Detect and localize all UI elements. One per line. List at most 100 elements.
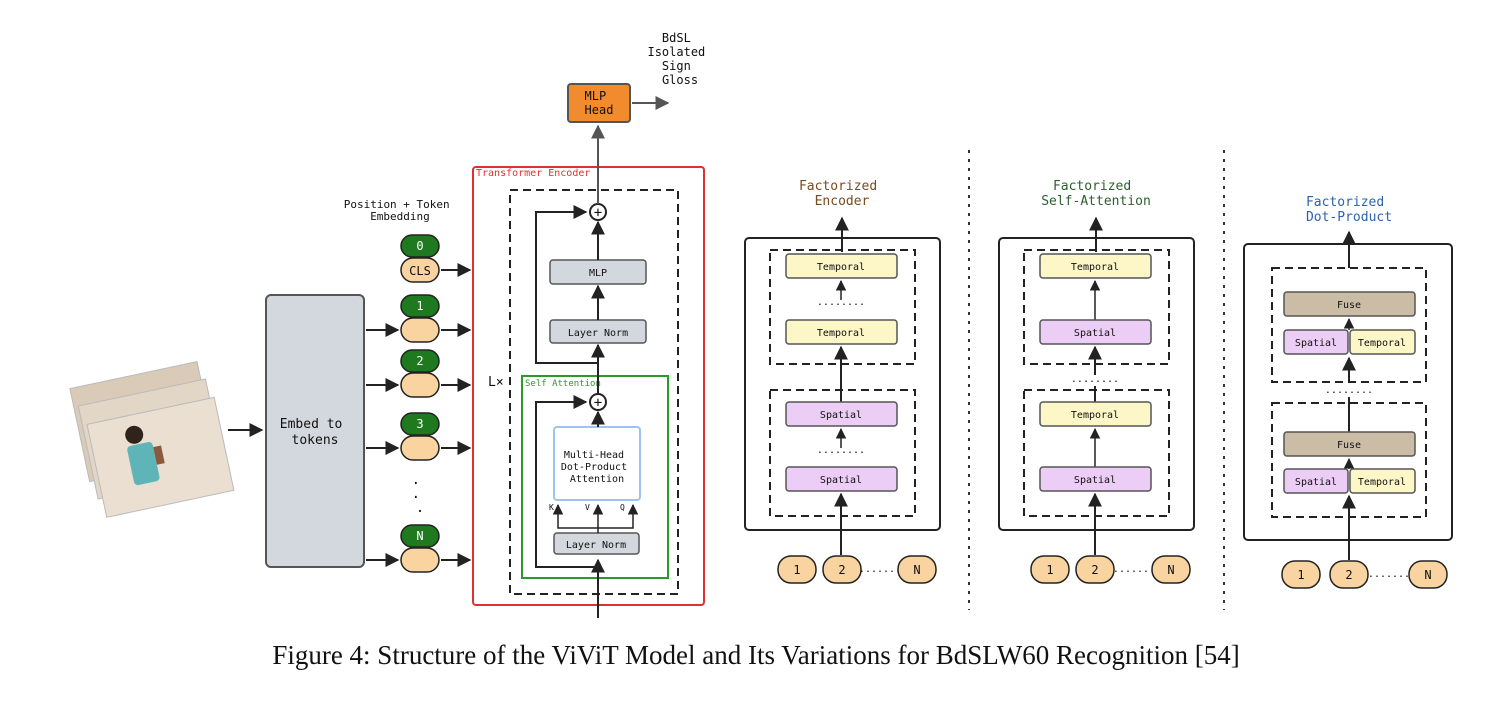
dots: ........ bbox=[817, 445, 865, 456]
temporal-label: Temporal bbox=[1071, 410, 1119, 421]
spatial-block bbox=[785, 466, 898, 492]
input-token bbox=[822, 555, 862, 584]
token-index-badge bbox=[400, 524, 440, 548]
token-3: 3 bbox=[400, 412, 440, 461]
input-token bbox=[777, 555, 817, 584]
token-index-badge bbox=[400, 349, 440, 373]
spatial-block bbox=[1283, 468, 1349, 494]
token-body bbox=[400, 372, 440, 398]
input-token-label: 2 bbox=[838, 563, 845, 577]
spatial-label: Spatial bbox=[1295, 338, 1337, 349]
token-body bbox=[400, 547, 440, 573]
variant-outer-box bbox=[998, 237, 1195, 531]
token-cls: 0 CLS bbox=[400, 234, 440, 283]
spatial-label: Spatial bbox=[1074, 328, 1116, 339]
token-1: 1 bbox=[400, 294, 440, 343]
spatial-block bbox=[1039, 319, 1152, 345]
input-token bbox=[1030, 555, 1070, 584]
dots: ........ bbox=[817, 297, 865, 308]
spatial-label: Spatial bbox=[1295, 477, 1337, 488]
variant-factorized-encoder: Factorized Encoder Temporal ........ Tem… bbox=[744, 179, 941, 584]
position-embedding-label: Position + Token Embedding bbox=[344, 198, 457, 223]
temporal-block bbox=[1349, 468, 1416, 494]
layer-norm-bottom-label: Layer Norm bbox=[566, 540, 626, 551]
spatial-block bbox=[1039, 466, 1152, 492]
repeat-label: L× bbox=[488, 375, 504, 390]
q-label: Q bbox=[620, 503, 625, 512]
variant-title: Factorized Encoder bbox=[799, 179, 885, 209]
fuse-block bbox=[1283, 431, 1416, 457]
token-n: N bbox=[400, 524, 440, 573]
token-index-text: 1 bbox=[416, 299, 423, 313]
input-token bbox=[1329, 560, 1369, 589]
spatial-label: Spatial bbox=[1074, 475, 1116, 486]
embed-to-tokens-box bbox=[265, 294, 365, 568]
token-index-badge bbox=[400, 294, 440, 318]
layer-norm-bottom bbox=[553, 532, 640, 555]
transformer-encoder-title: Transformer Encoder bbox=[476, 168, 590, 179]
input-dots: ....... bbox=[1113, 564, 1155, 575]
v-label: V bbox=[585, 503, 590, 512]
input-token-label: N bbox=[1424, 568, 1431, 582]
input-token bbox=[1281, 560, 1321, 589]
token-index-badge bbox=[400, 412, 440, 436]
layer-norm-top-label: Layer Norm bbox=[568, 328, 628, 339]
self-attention-box bbox=[521, 375, 669, 579]
variant-outer-box bbox=[744, 237, 941, 531]
temporal-block bbox=[1039, 253, 1152, 279]
input-token bbox=[1151, 555, 1191, 584]
k-label: K bbox=[549, 503, 554, 512]
mlp-label: MLP bbox=[589, 268, 607, 279]
token-index-badge bbox=[400, 234, 440, 258]
fuse-block bbox=[1283, 291, 1416, 317]
temporal-block bbox=[1349, 329, 1416, 355]
input-token-label: N bbox=[913, 563, 920, 577]
mlp-head-box bbox=[567, 83, 631, 123]
spatial-label: Spatial bbox=[820, 475, 862, 486]
token-ellipsis: . . . bbox=[412, 472, 429, 516]
fuse-label: Fuse bbox=[1337, 300, 1361, 311]
input-token-label: 1 bbox=[793, 563, 800, 577]
residual-connection-1 bbox=[535, 395, 598, 568]
token-cls-text: CLS bbox=[409, 264, 431, 278]
variant-title: Factorized Dot-Product bbox=[1306, 195, 1392, 225]
spatial-block bbox=[1283, 329, 1349, 355]
temporal-label: Temporal bbox=[817, 328, 865, 339]
temporal-label: Temporal bbox=[1358, 338, 1406, 349]
spatial-block bbox=[785, 401, 898, 427]
lower-group bbox=[769, 389, 916, 517]
output-label: BdSL Isolated Sign Gloss bbox=[647, 31, 712, 87]
temporal-label: Temporal bbox=[1071, 262, 1119, 273]
dots: ........ bbox=[1071, 374, 1119, 385]
token-index-text: 2 bbox=[416, 354, 423, 368]
input-token-label: 2 bbox=[1091, 563, 1098, 577]
transformer-encoder-box bbox=[472, 166, 705, 606]
figure-caption: Figure 4: Structure of the ViViT Model a… bbox=[272, 640, 1240, 670]
input-token bbox=[1075, 555, 1115, 584]
token-index-text: 0 bbox=[416, 239, 423, 253]
token-body bbox=[400, 317, 440, 343]
input-token-label: 1 bbox=[1297, 568, 1304, 582]
attention-label: Multi-Head Dot-Product Attention bbox=[561, 450, 633, 485]
input-dots: ....... bbox=[859, 564, 901, 575]
input-token bbox=[897, 555, 937, 584]
temporal-label: Temporal bbox=[1358, 477, 1406, 488]
fuse-label: Fuse bbox=[1337, 440, 1361, 451]
upper-group bbox=[769, 249, 916, 365]
add-node-1-label: + bbox=[594, 395, 602, 411]
temporal-label: Temporal bbox=[817, 262, 865, 273]
token-index-text: N bbox=[416, 529, 423, 543]
token-index-text: 3 bbox=[416, 417, 423, 431]
temporal-block bbox=[785, 253, 898, 279]
lower-group bbox=[1023, 389, 1170, 517]
spatial-label: Spatial bbox=[820, 410, 862, 421]
input-token-label: 1 bbox=[1046, 563, 1053, 577]
temporal-block bbox=[1039, 401, 1152, 427]
upper-group bbox=[1023, 249, 1170, 365]
input-token-label: N bbox=[1167, 563, 1174, 577]
dots: ........ bbox=[1325, 385, 1373, 396]
token-body bbox=[400, 435, 440, 461]
k-arrow bbox=[552, 503, 599, 533]
token-2: 2 bbox=[400, 349, 440, 398]
